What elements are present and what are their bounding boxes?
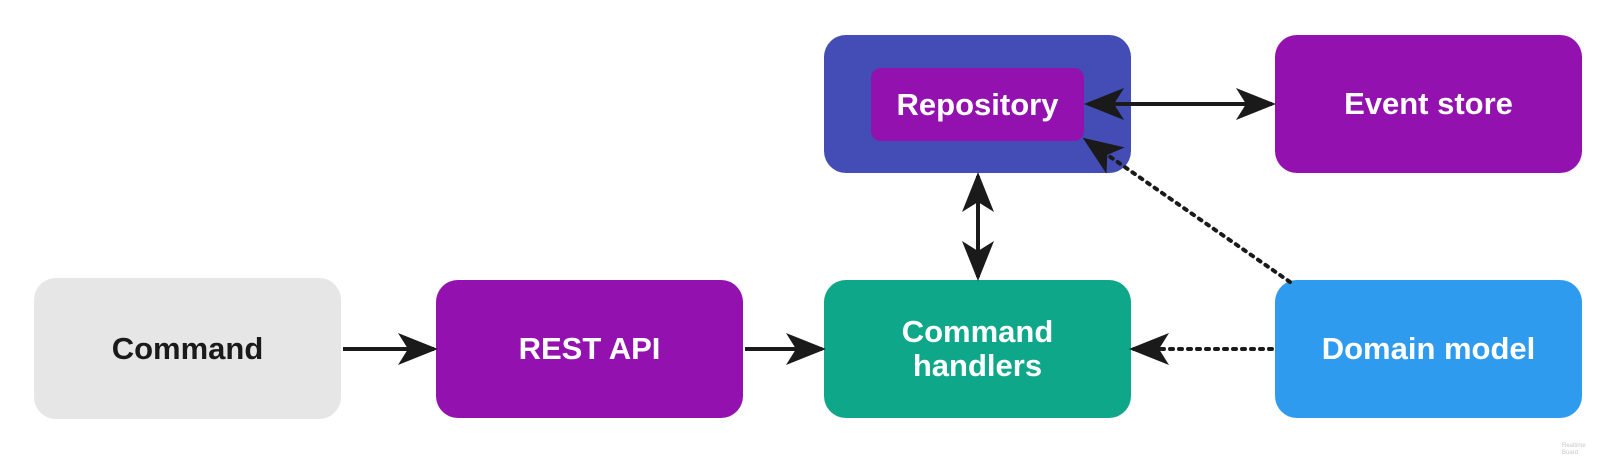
node-command-label: Command [111,330,264,366]
node-command: Command [34,278,341,419]
node-repository: Repository [871,68,1084,141]
node-command-handlers-label: Command handlers [901,314,1054,383]
node-rest-api: REST API [436,280,743,418]
edge-domain-model-to-repository [1082,137,1292,284]
node-domain-model-label: Domain model [1321,331,1536,366]
node-event-store: Event store [1275,35,1582,173]
node-rest-api-label: REST API [518,331,661,366]
node-command-handlers: Command handlers [824,280,1131,418]
node-repository-label: Repository [896,86,1059,122]
node-event-store-label: Event store [1344,86,1513,121]
node-domain-model: Domain model [1275,280,1582,418]
watermark: Realtime Board [1562,443,1586,456]
